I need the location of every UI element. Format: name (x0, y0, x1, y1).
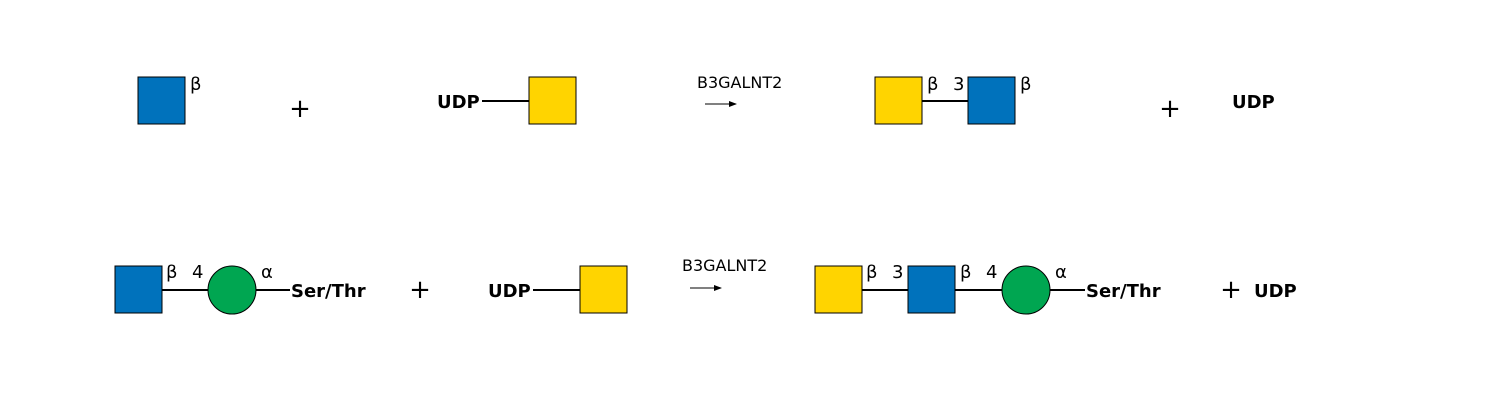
reaction-2: β 4 α Ser/Thr + UDP B3GALNT2 β 3 β 4 α S… (114, 256, 1297, 315)
aglycone-label: Ser/Thr (1086, 281, 1161, 302)
enzyme-label: B3GALNT2 (682, 256, 767, 275)
linkage-anomer-label: β (866, 262, 878, 283)
glcnac-square-icon (967, 76, 1016, 125)
enzyme-label: B3GALNT2 (697, 73, 782, 92)
linkage-position-label: 4 (986, 262, 997, 283)
galnac-square-icon (579, 265, 628, 314)
anomer-label: β (1020, 74, 1032, 95)
udp-byproduct-label: UDP (1232, 92, 1275, 113)
linkage-anomer-label: β (927, 74, 939, 95)
glcnac-square-icon (114, 265, 163, 314)
glcnac-square-icon (907, 265, 956, 314)
anomer-label: α (261, 262, 273, 283)
mannose-circle-icon (207, 265, 257, 315)
linkage-position-label: 3 (953, 74, 964, 95)
glcnac-square-icon (137, 76, 186, 125)
galnac-square-icon (814, 265, 863, 314)
galnac-square-icon (874, 76, 923, 125)
anomer-label: β (190, 74, 202, 95)
plus-sign: + (289, 94, 311, 124)
udp-label: UDP (437, 92, 480, 113)
aglycone-label: Ser/Thr (291, 281, 366, 302)
linkage-anomer-label: β (960, 262, 972, 283)
linkage-anomer-label: β (166, 262, 178, 283)
anomer-label: α (1055, 262, 1067, 283)
galnac-square-icon (528, 76, 577, 125)
udp-label: UDP (488, 281, 531, 302)
udp-byproduct-label: UDP (1254, 281, 1297, 302)
reaction-1: β + UDP B3GALNT2 β 3 β + UDP (137, 73, 1275, 125)
plus-sign: + (409, 275, 431, 305)
mannose-circle-icon (1001, 265, 1051, 315)
linkage-position-label: 4 (192, 262, 203, 283)
linkage-position-label: 3 (892, 262, 903, 283)
plus-sign: + (1159, 94, 1181, 124)
plus-sign: + (1220, 275, 1242, 305)
